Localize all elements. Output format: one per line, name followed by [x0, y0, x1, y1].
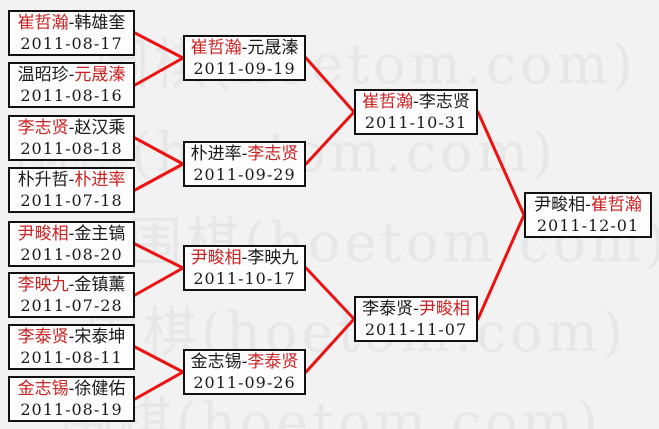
- match-box: 崔哲瀚-元晟溱 2011-09-19: [183, 35, 306, 81]
- player-name: 金志锡: [190, 352, 242, 372]
- players-line: 李映九-金镇薰: [10, 275, 133, 296]
- match-date: 2011-12-01: [536, 216, 640, 235]
- vs-dash: -: [68, 170, 75, 190]
- vs-dash: -: [68, 327, 75, 347]
- player-name: 徐健佑: [74, 379, 126, 399]
- player-name: 李映九: [17, 275, 69, 295]
- player-name: 元晟溱: [247, 38, 299, 58]
- players-line: 尹畯相-李映九: [185, 248, 304, 269]
- match-box: 崔哲瀚-韩雄奎 2011-08-17: [8, 10, 135, 56]
- player-name: 崔哲瀚: [190, 38, 242, 58]
- match-date: 2011-11-07: [364, 320, 468, 339]
- vs-dash: -: [241, 144, 248, 164]
- players-line: 金志锡-李泰贤: [185, 352, 304, 373]
- player-name: 温昭珍: [17, 65, 69, 85]
- player-name: 宋泰坤: [74, 327, 126, 347]
- match-box: 李泰贤-尹畯相 2011-11-07: [354, 296, 478, 342]
- player-name: 李泰贤: [247, 352, 299, 372]
- player-name: 李志贤: [17, 118, 69, 138]
- players-line: 崔哲瀚-韩雄奎: [10, 13, 133, 34]
- match-date: 2011-09-19: [193, 59, 296, 78]
- match-date: 2011-07-28: [20, 296, 123, 315]
- match-date: 2011-08-17: [20, 34, 123, 53]
- player-name: 崔哲瀚: [362, 92, 414, 112]
- vs-dash: -: [241, 352, 248, 372]
- match-date: 2011-08-18: [20, 139, 123, 158]
- player-name: 尹畯相: [534, 195, 586, 215]
- match-box: 朴进率-李志贤 2011-09-29: [183, 141, 306, 187]
- match-box: 崔哲瀚-李志贤 2011-10-31: [354, 89, 478, 135]
- player-name: 金志锡: [17, 379, 69, 399]
- player-name: 崔哲瀚: [17, 13, 69, 33]
- match-date: 2011-08-19: [20, 400, 123, 419]
- match-box: 尹畯相-李映九 2011-10-17: [183, 245, 306, 291]
- vs-dash: -: [585, 195, 591, 215]
- players-line: 尹畯相-金主镐: [10, 224, 133, 245]
- players-line: 朴进率-李志贤: [185, 144, 304, 165]
- match-box: 温昭珍-元晟溱 2011-08-16: [8, 62, 135, 108]
- player-name: 崔哲瀚: [590, 195, 642, 215]
- players-line: 温昭珍-元晟溱: [10, 65, 133, 86]
- players-line: 尹畯相-崔哲瀚: [526, 195, 650, 216]
- match-date: 2011-08-16: [20, 86, 123, 105]
- player-name: 朴进率: [74, 170, 126, 190]
- player-name: 李映九: [247, 248, 299, 268]
- match-box: 尹畯相-金主镐 2011-08-20: [8, 221, 135, 267]
- vs-dash: -: [68, 224, 75, 244]
- match-date: 2011-08-20: [20, 245, 123, 264]
- match-box: 金志锡-徐健佑 2011-08-19: [8, 376, 135, 422]
- player-name: 尹畯相: [190, 248, 242, 268]
- players-line: 李泰贤-宋泰坤: [10, 327, 133, 348]
- match-box: 尹畯相-崔哲瀚 2011-12-01: [524, 192, 652, 238]
- player-name: 李泰贤: [362, 299, 414, 319]
- match-date: 2011-09-29: [193, 165, 296, 184]
- match-date: 2011-08-11: [20, 348, 123, 367]
- player-name: 尹畯相: [418, 299, 470, 319]
- players-line: 朴升哲-朴进率: [10, 170, 133, 191]
- vs-dash: -: [241, 38, 248, 58]
- vs-dash: -: [68, 118, 75, 138]
- player-name: 李志贤: [247, 144, 299, 164]
- player-name: 韩雄奎: [74, 13, 126, 33]
- players-line: 李泰贤-尹畯相: [356, 299, 476, 320]
- match-box: 金志锡-李泰贤 2011-09-26: [183, 349, 306, 395]
- player-name: 李志贤: [418, 92, 470, 112]
- match-box: 李泰贤-宋泰坤 2011-08-11: [8, 324, 135, 370]
- players-line: 李志贤-赵汉乘: [10, 118, 133, 139]
- match-date: 2011-10-31: [364, 113, 468, 132]
- player-name: 朴进率: [190, 144, 242, 164]
- vs-dash: -: [241, 248, 248, 268]
- vs-dash: -: [68, 13, 75, 33]
- match-date: 2011-10-17: [193, 269, 296, 288]
- player-name: 赵汉乘: [74, 118, 126, 138]
- match-box: 李映九-金镇薰 2011-07-28: [8, 272, 135, 318]
- vs-dash: -: [413, 92, 419, 112]
- vs-dash: -: [68, 379, 75, 399]
- players-line: 崔哲瀚-元晟溱: [185, 38, 304, 59]
- match-date: 2011-07-18: [20, 191, 123, 210]
- match-box: 李志贤-赵汉乘 2011-08-18: [8, 115, 135, 161]
- vs-dash: -: [413, 299, 419, 319]
- watermark-text: 围棋(hoetom.com): [85, 288, 627, 367]
- player-name: 金主镐: [74, 224, 126, 244]
- player-name: 李泰贤: [17, 327, 69, 347]
- player-name: 尹畯相: [17, 224, 69, 244]
- player-name: 元晟溱: [74, 65, 126, 85]
- match-box: 朴升哲-朴进率 2011-07-18: [8, 167, 135, 213]
- players-line: 崔哲瀚-李志贤: [356, 92, 476, 113]
- player-name: 朴升哲: [17, 170, 69, 190]
- players-line: 金志锡-徐健佑: [10, 379, 133, 400]
- player-name: 金镇薰: [74, 275, 126, 295]
- vs-dash: -: [68, 65, 75, 85]
- match-date: 2011-09-26: [193, 373, 296, 392]
- vs-dash: -: [68, 275, 75, 295]
- watermark-text: 围棋(hoetom.com): [60, 391, 602, 429]
